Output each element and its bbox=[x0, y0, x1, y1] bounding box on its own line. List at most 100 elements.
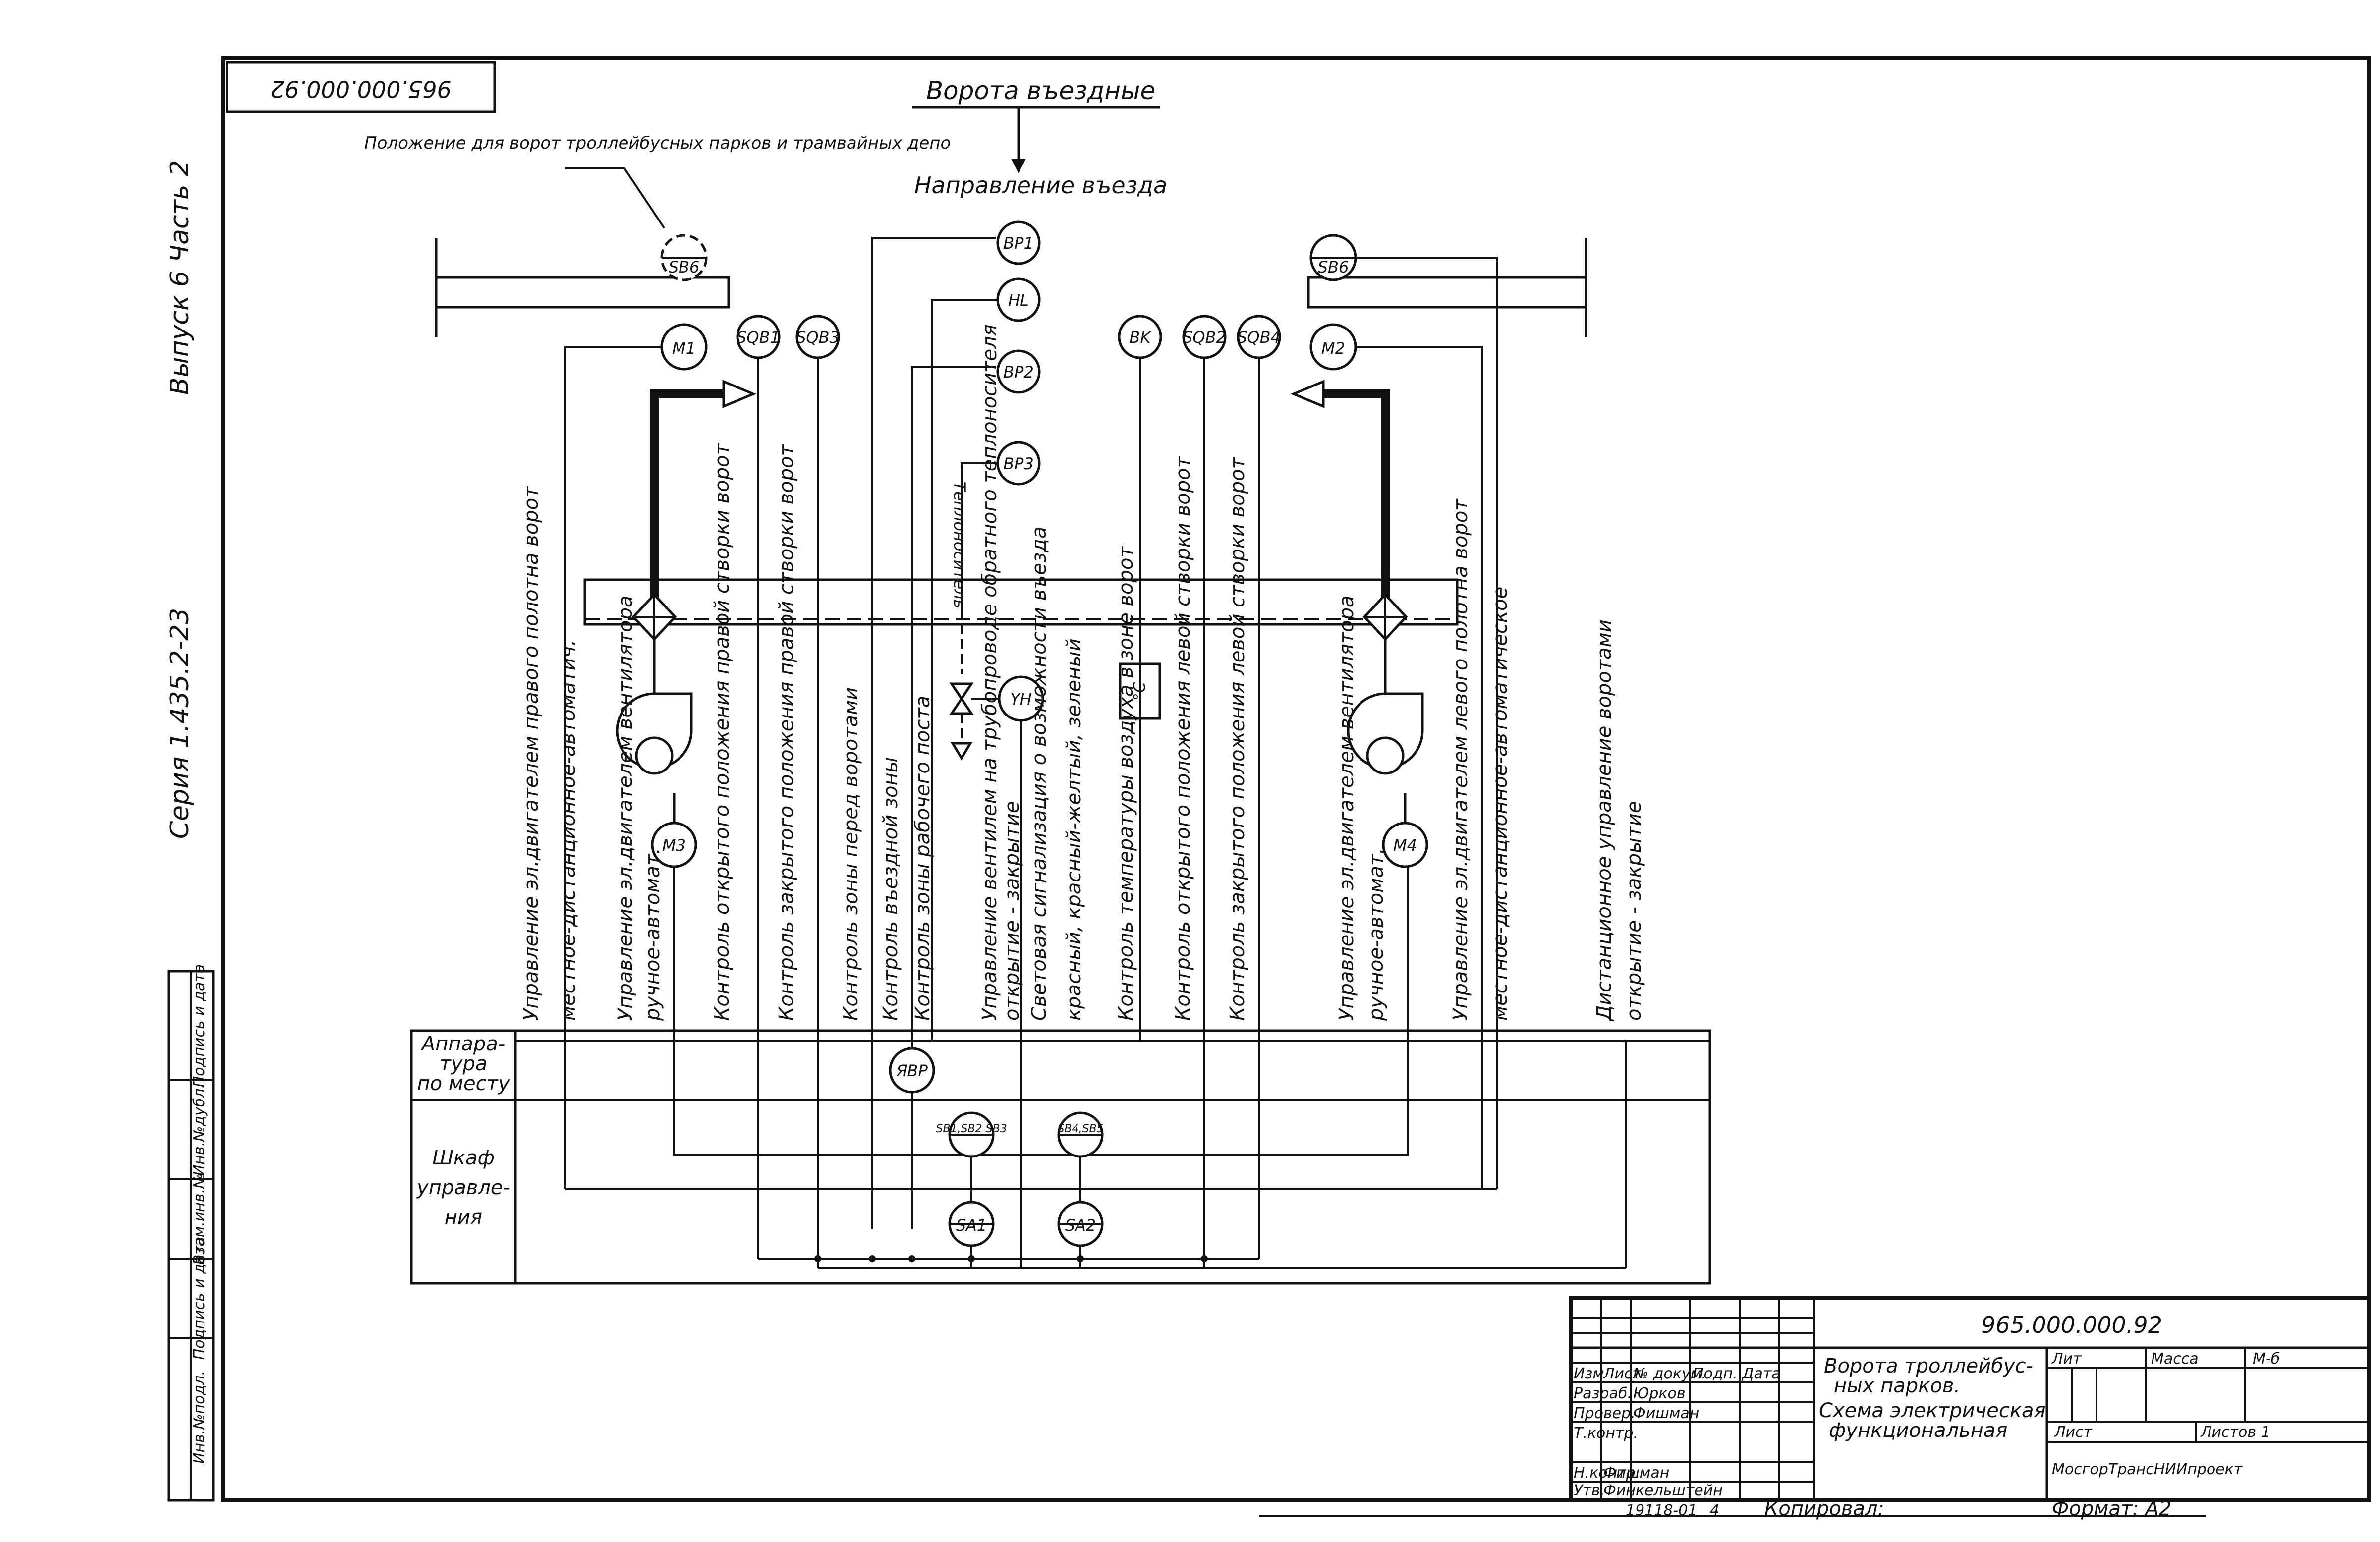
fn-15: Контроль открытого положения левой створ… bbox=[1172, 455, 1194, 1021]
air-duct bbox=[583, 578, 1459, 626]
stamp-label-2: Инв.№дубл. bbox=[191, 1084, 208, 1176]
row1-label-2: тура bbox=[440, 1052, 488, 1075]
tb-title-3: Схема электрическая bbox=[1819, 1399, 2046, 1422]
tb-mass: Масса bbox=[2151, 1350, 2199, 1368]
bp2-label: BP2 bbox=[1003, 363, 1034, 382]
fn-22: открытие - закрытие bbox=[1623, 801, 1645, 1021]
tb-sheets: Листов 1 bbox=[2200, 1424, 2270, 1441]
valve-symbol bbox=[949, 609, 999, 761]
row2-label-2: управле- bbox=[416, 1176, 510, 1199]
tb-code-sheet: 4 bbox=[1710, 1502, 1719, 1519]
sqb4-label: SQB4 bbox=[1237, 328, 1281, 347]
fn-6: Контроль закрытого положения правой ство… bbox=[775, 444, 798, 1021]
fn-7: Контроль зоны перед воротами bbox=[840, 687, 862, 1021]
tb-col-date: Дата bbox=[1741, 1365, 1781, 1382]
tb-col-doc: № докум. bbox=[1632, 1365, 1706, 1382]
stamp-label-3: Взам.инв.№ bbox=[191, 1173, 208, 1265]
left-gate-arrowhead bbox=[722, 380, 757, 408]
row2-label-1: Шкаф bbox=[432, 1147, 495, 1169]
abp-circle bbox=[889, 1047, 935, 1094]
tb-name-4: Финкельштейн bbox=[1603, 1482, 1723, 1499]
note-label: Положение для ворот троллейбусных парков… bbox=[364, 133, 951, 153]
sb6-right-label: SB6 bbox=[1318, 258, 1349, 276]
sb6-left-label: SB6 bbox=[669, 258, 700, 276]
sb13-label: SB1,SB2 SB3 bbox=[936, 1123, 1007, 1135]
direction-arrowhead bbox=[1011, 159, 1026, 173]
fn-1: Управление эл.двигателем правого полотна… bbox=[520, 486, 543, 1021]
direction-label: Направление въезда bbox=[914, 172, 1167, 199]
fn-19: Управление эл.двигателем левого полотна … bbox=[1449, 498, 1472, 1021]
left-fan bbox=[616, 692, 693, 775]
right-gate-arrowhead bbox=[1290, 380, 1325, 408]
doc-number-box bbox=[226, 61, 496, 113]
fn-16: Контроль закрытого положения левой створ… bbox=[1226, 456, 1249, 1021]
right-gate-leaf bbox=[1318, 389, 1390, 609]
tb-role-1: Разраб. bbox=[1574, 1385, 1632, 1402]
tb-org: МосгорТрансНИИпроект bbox=[2052, 1461, 2243, 1478]
tb-scale: М-б bbox=[2253, 1350, 2280, 1368]
sa2-label: SA2 bbox=[1065, 1216, 1096, 1235]
m4-circle bbox=[1382, 822, 1428, 868]
fn-11: открытие - закрытие bbox=[1001, 801, 1023, 1021]
fn-12: Световая сигнализация о возможности въез… bbox=[1028, 527, 1051, 1021]
m1-label: M1 bbox=[672, 339, 696, 358]
row1-label-3: по месту bbox=[417, 1072, 510, 1095]
bp1-label: BP1 bbox=[1003, 234, 1034, 253]
note-leader bbox=[565, 167, 665, 229]
tb-copied: Копировал: bbox=[1764, 1497, 1884, 1520]
tb-sheet: Лист bbox=[2054, 1424, 2093, 1441]
fn-5: Контроль открытого положения правой ство… bbox=[711, 443, 734, 1021]
m3-label: M3 bbox=[662, 836, 686, 855]
tb-doc-number: 965.000.000.92 bbox=[1981, 1312, 2162, 1338]
sa1-label: SA1 bbox=[956, 1216, 987, 1235]
tb-col-sign: Подп. bbox=[1693, 1365, 1738, 1382]
tb-title-2: ных парков. bbox=[1834, 1375, 1960, 1397]
fn-3: Управление эл.двигателем вентилятора bbox=[614, 595, 637, 1021]
right-wall bbox=[1307, 276, 1587, 309]
equipment-table bbox=[410, 1029, 1711, 1285]
left-gate-leaf bbox=[650, 389, 729, 609]
temp-indicator-box bbox=[1119, 662, 1161, 720]
tb-name-3: Фишман bbox=[1603, 1464, 1669, 1482]
sqb3-label: SQB3 bbox=[796, 328, 840, 347]
row2-label-3: ния bbox=[445, 1206, 482, 1229]
drawing-frame bbox=[221, 56, 2371, 1502]
right-heater bbox=[1362, 593, 1408, 641]
bk-label: BK bbox=[1130, 328, 1152, 347]
tb-role-5: Утв. bbox=[1574, 1482, 1605, 1499]
fn-10: Управление вентилем на трубопроводе обра… bbox=[978, 324, 1001, 1021]
function-labels: Управление эл.двигателем правого полотна… bbox=[520, 324, 1645, 1022]
coolant-label: Теплоноситель bbox=[950, 482, 969, 609]
doc-number-mirrored: 965.000.000.92 bbox=[270, 76, 452, 103]
bp2-circle bbox=[996, 349, 1041, 394]
tb-lit: Лит bbox=[2051, 1350, 2082, 1368]
m2-label: M2 bbox=[1321, 339, 1345, 358]
fn-18: ручное-автомат. bbox=[1365, 848, 1388, 1021]
series-label: Серия 1.435.2-23 bbox=[165, 608, 195, 839]
tb-role-4: Н.контр. bbox=[1574, 1464, 1640, 1482]
sqb1-label: SQB1 bbox=[737, 328, 780, 347]
stamp-label-4: Подпись и дата bbox=[191, 1237, 208, 1360]
left-wall bbox=[435, 276, 730, 309]
fn-8: Контроль въездной зоны bbox=[879, 757, 902, 1021]
tb-col-izm: Изм bbox=[1574, 1365, 1604, 1382]
tb-col-list: Лист bbox=[1603, 1365, 1642, 1382]
tb-title-4: функциональная bbox=[1829, 1419, 2007, 1442]
fn-20: местное-дистанционное-автоматическое bbox=[1489, 587, 1512, 1021]
fn-2: местное-дистанционное-автоматич. bbox=[557, 640, 580, 1021]
stamp-label-1: Подпись и дата bbox=[191, 964, 208, 1088]
fn-21: Дистанционное управление воротами bbox=[1593, 619, 1616, 1022]
issue-label: Выпуск 6 Часть 2 bbox=[165, 160, 195, 395]
row1-label-1: Аппара- bbox=[420, 1033, 506, 1055]
yh-label: YH bbox=[1010, 690, 1032, 709]
stamp-label-5: Инв.№подл. bbox=[191, 1371, 208, 1464]
fn-14: Контроль температуры воздуха в зоне воро… bbox=[1115, 546, 1137, 1021]
title-block bbox=[1569, 1296, 2371, 1502]
bp3-label: BP3 bbox=[1003, 454, 1034, 473]
sb45-label: SB4,SB5 bbox=[1057, 1123, 1103, 1135]
right-fan bbox=[1347, 692, 1424, 775]
m4-label: M4 bbox=[1393, 836, 1417, 855]
fn-17: Управление эл.двигателем вентилятора bbox=[1335, 595, 1358, 1021]
m1-circle bbox=[660, 323, 708, 371]
